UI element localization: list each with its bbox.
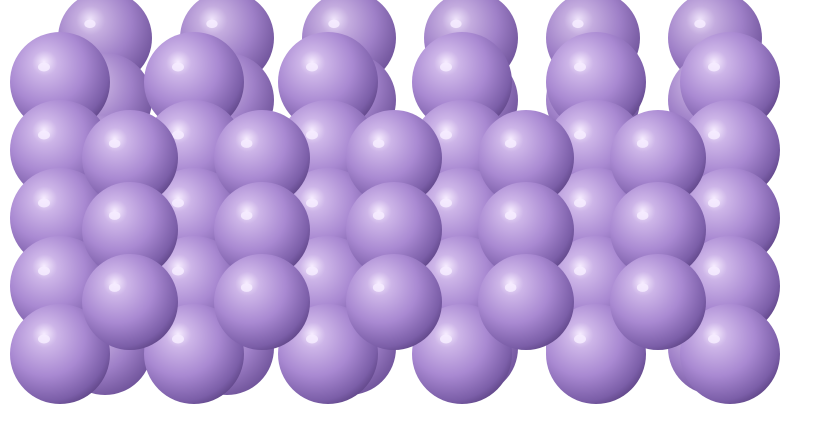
sphere-highlight <box>708 198 720 208</box>
sphere-highlight <box>574 334 586 344</box>
sphere <box>680 304 780 404</box>
sphere <box>82 182 178 278</box>
sphere-highlight <box>574 130 586 140</box>
sphere-highlight <box>440 266 452 276</box>
sphere-highlight <box>240 283 253 292</box>
sphere-highlight <box>504 211 517 220</box>
sphere-highlight <box>372 211 385 220</box>
sphere-highlight <box>328 19 340 29</box>
sphere-highlight <box>450 19 462 29</box>
sphere-highlight <box>694 19 706 29</box>
sphere-highlight <box>440 334 452 344</box>
sphere <box>214 182 310 278</box>
sphere-highlight <box>636 283 649 292</box>
sphere-highlight <box>306 130 318 140</box>
sphere <box>610 110 706 206</box>
sphere <box>10 304 110 404</box>
sphere <box>346 182 442 278</box>
sphere <box>214 254 310 350</box>
sphere-highlight <box>306 266 318 276</box>
sphere <box>82 254 178 350</box>
sphere-highlight <box>240 211 253 220</box>
sphere <box>478 254 574 350</box>
sphere-highlight <box>240 139 253 148</box>
sphere-highlight <box>306 62 318 72</box>
sphere <box>346 110 442 206</box>
sphere-highlight <box>172 334 184 344</box>
sphere-highlight <box>372 283 385 292</box>
sphere-highlight <box>440 62 452 72</box>
sphere <box>478 182 574 278</box>
sphere-highlight <box>504 139 517 148</box>
sphere-highlight <box>574 198 586 208</box>
sphere-highlight <box>306 334 318 344</box>
sphere <box>82 110 178 206</box>
sphere <box>278 304 378 404</box>
sphere <box>478 110 574 206</box>
sphere-highlight <box>504 283 517 292</box>
sphere-highlight <box>440 198 452 208</box>
sphere-highlight <box>636 139 649 148</box>
sphere <box>610 182 706 278</box>
sphere-highlight <box>108 139 121 148</box>
sphere <box>610 254 706 350</box>
sphere-highlight <box>38 130 50 140</box>
sphere-layer-front <box>82 110 706 350</box>
sphere-highlight <box>172 266 184 276</box>
sphere-highlight <box>708 266 720 276</box>
sphere-highlight <box>206 19 218 29</box>
sphere <box>214 110 310 206</box>
sphere-highlight <box>440 130 452 140</box>
sphere-highlight <box>306 198 318 208</box>
sphere-highlight <box>708 62 720 72</box>
sphere-highlight <box>574 62 586 72</box>
sphere-highlight <box>574 266 586 276</box>
sphere-highlight <box>38 266 50 276</box>
sphere-highlight <box>708 130 720 140</box>
sphere-highlight <box>84 19 96 29</box>
sphere-highlight <box>636 211 649 220</box>
sphere-highlight <box>572 19 584 29</box>
sphere-highlight <box>38 334 50 344</box>
sphere-highlight <box>372 139 385 148</box>
sphere-highlight <box>172 62 184 72</box>
sphere-highlight <box>38 198 50 208</box>
sphere-highlight <box>108 283 121 292</box>
sphere <box>346 254 442 350</box>
sphere-highlight <box>38 62 50 72</box>
sphere-highlight <box>172 130 184 140</box>
sphere-highlight <box>172 198 184 208</box>
sphere-highlight <box>708 334 720 344</box>
sphere-highlight <box>108 211 121 220</box>
